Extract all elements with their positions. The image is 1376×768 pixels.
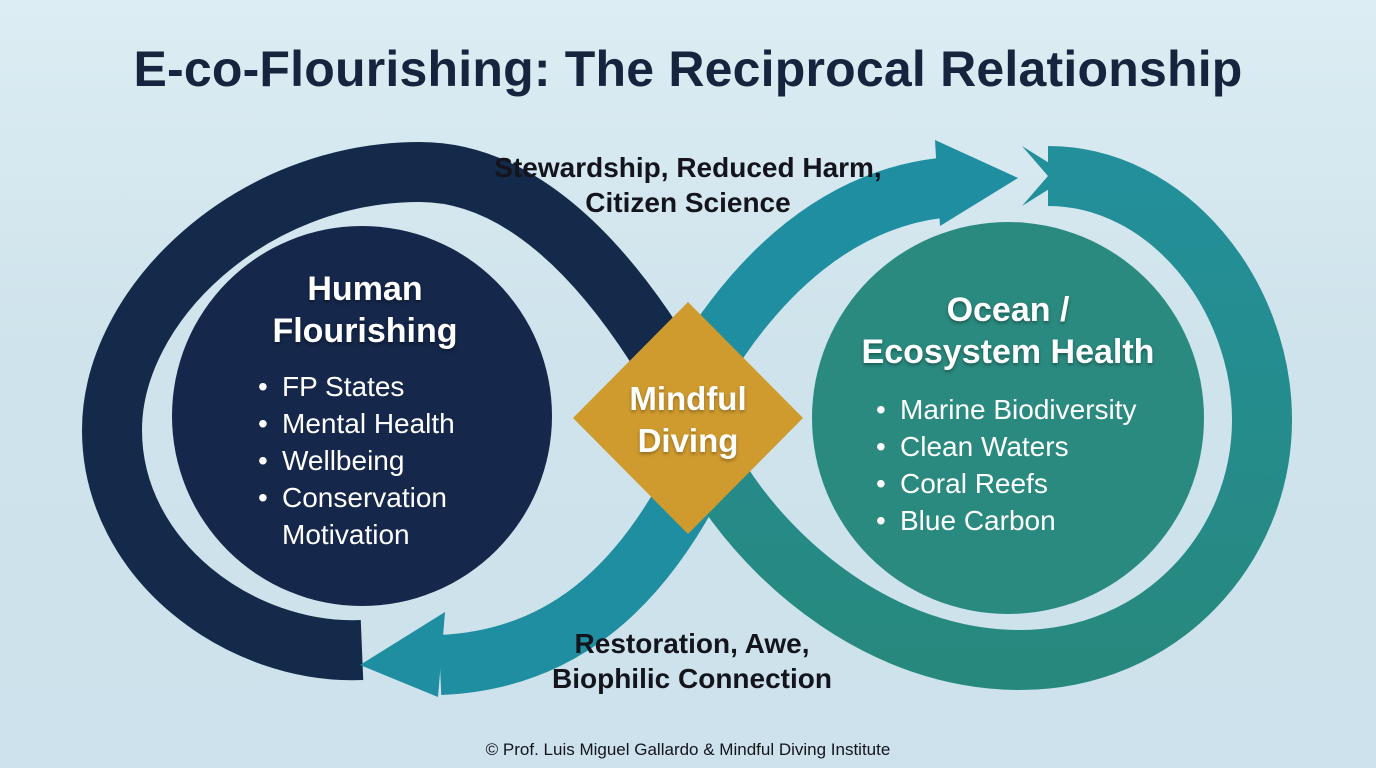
mindful-diving-diamond — [573, 302, 803, 534]
ocean-circle-title: Ocean / Ecosystem Health — [861, 291, 1155, 371]
diagram-title: E-co-Flourishing: The Reciprocal Relatio… — [133, 41, 1243, 97]
human-circle-title: Human Flourishing — [272, 270, 458, 350]
bottom-arrow-head — [360, 612, 445, 697]
ocean-items-list: Marine Biodiversity Clean Waters Coral R… — [874, 391, 1194, 539]
list-item: Marine Biodiversity — [874, 391, 1194, 428]
list-item: FP States — [256, 368, 516, 405]
top-flow-label: Stewardship, Reduced Harm, Citizen Scien… — [494, 152, 882, 218]
top-arrow-head — [935, 140, 1018, 226]
human-items-list: FP States Mental Health Wellbeing Conser… — [256, 368, 516, 553]
list-item: Blue Carbon — [874, 502, 1194, 539]
list-item: Wellbeing — [256, 442, 516, 479]
list-item: Clean Waters — [874, 428, 1194, 465]
upper-left-band — [418, 142, 681, 362]
right-loop-arc — [694, 146, 1293, 691]
list-item: Coral Reefs — [874, 465, 1194, 502]
right-loop-notch — [1022, 146, 1070, 206]
center-label: Mindful Diving — [629, 380, 747, 459]
copyright-notice: © Prof. Luis Miguel Gallardo & Mindful D… — [485, 740, 891, 759]
list-item: Mental Health — [256, 405, 516, 442]
upper-right-band — [674, 158, 945, 386]
bottom-flow-label: Restoration, Awe, Biophilic Connection — [552, 628, 832, 694]
left-loop-arc — [81, 142, 421, 681]
